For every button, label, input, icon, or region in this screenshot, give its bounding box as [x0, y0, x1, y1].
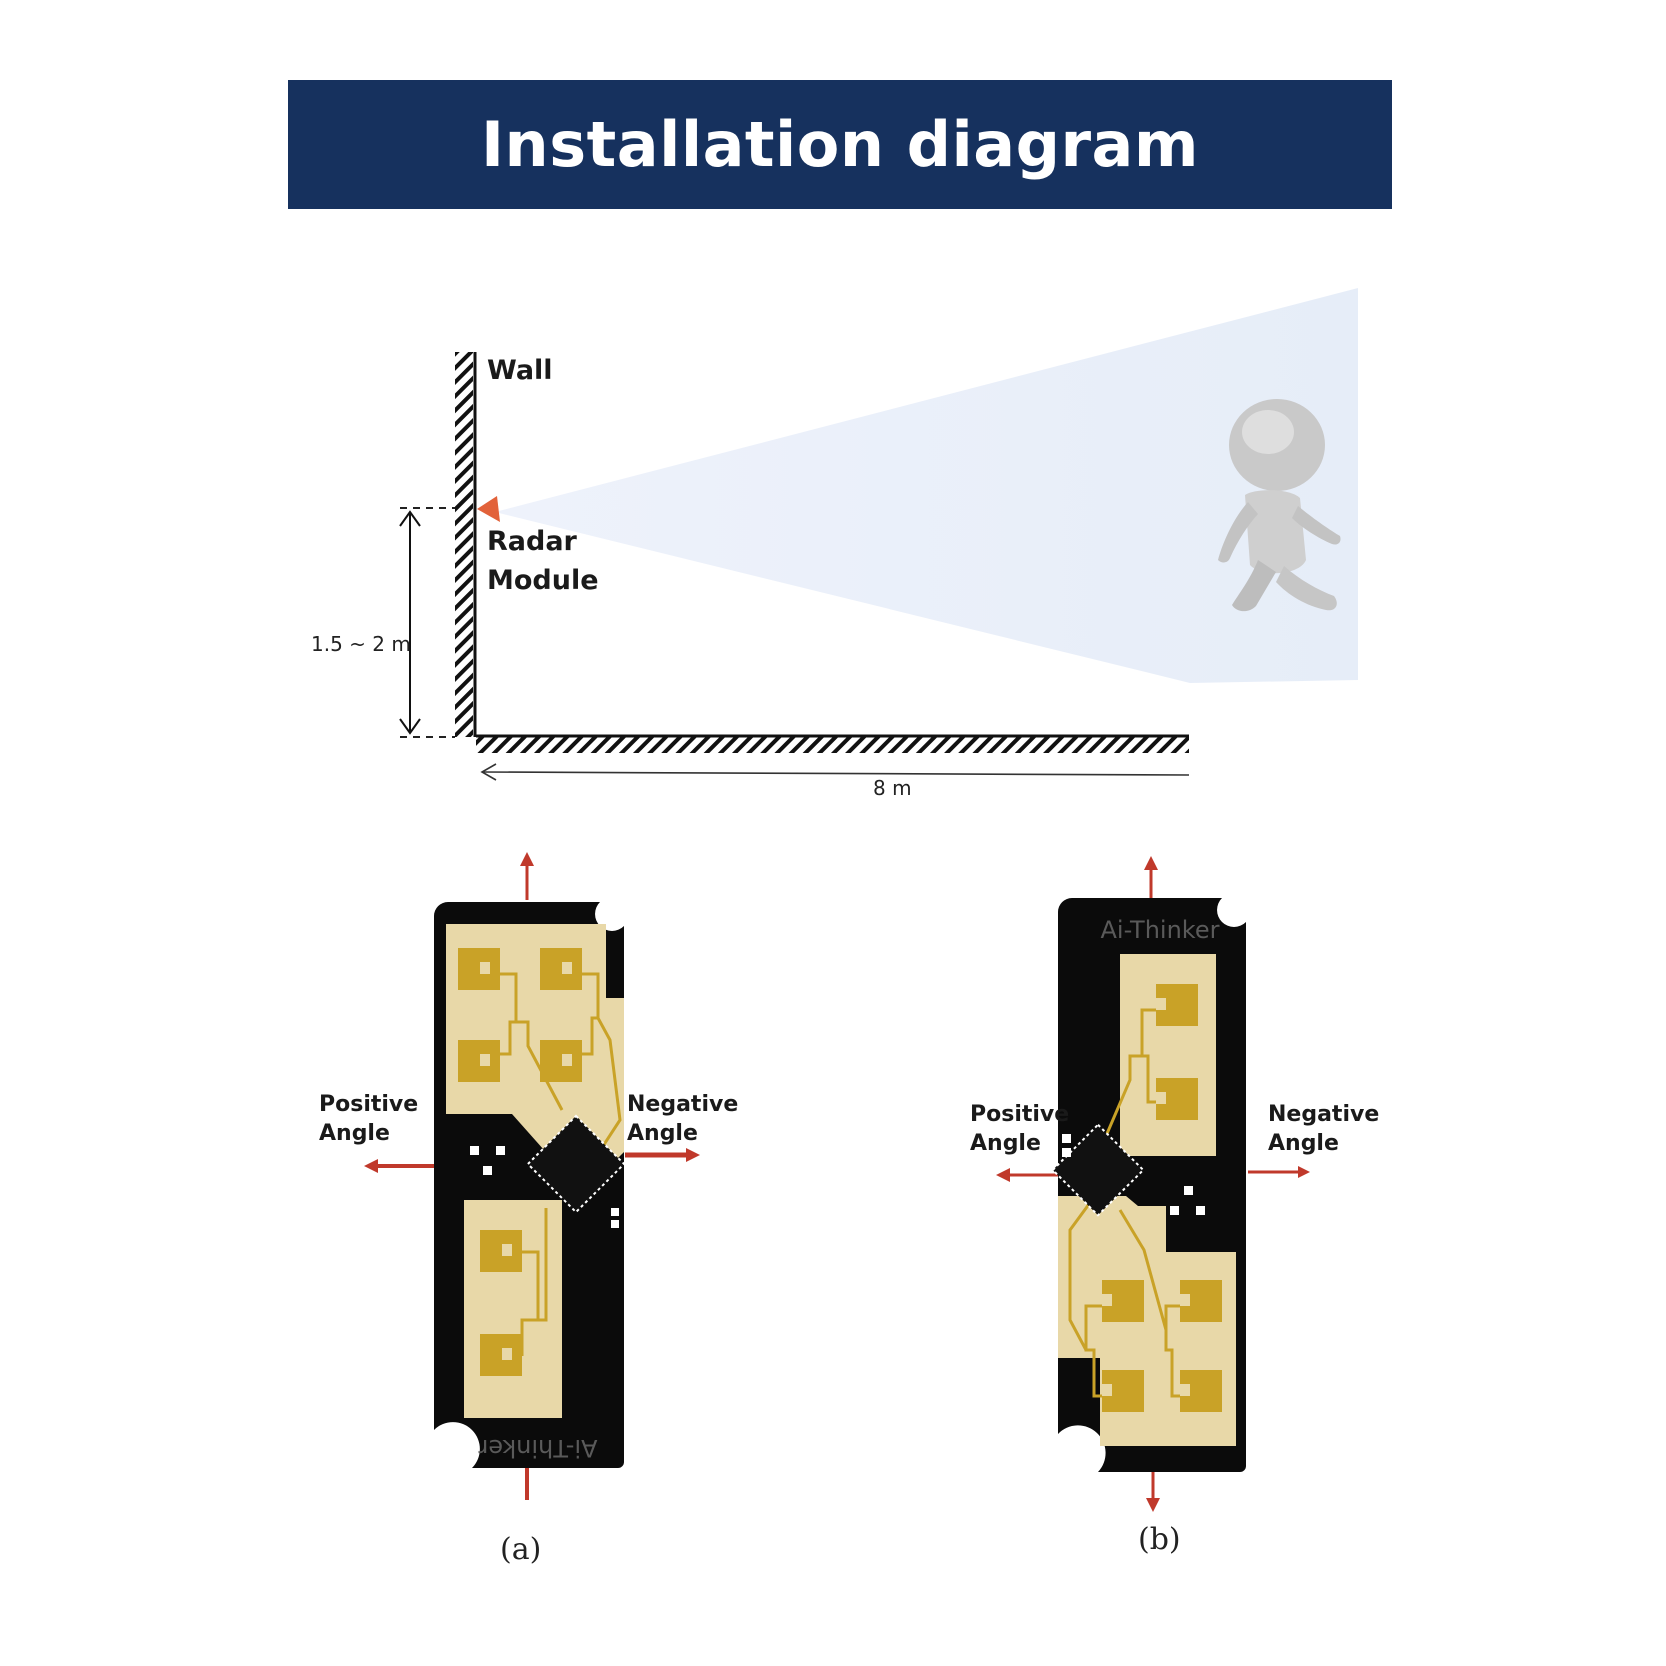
silkscreen-text-a: Ai-Thinker: [478, 1434, 597, 1462]
board-a-negative-label-line1: Negative: [627, 1092, 739, 1117]
page-title: Installation diagram: [480, 108, 1199, 181]
floor-hatch: [476, 736, 1189, 753]
smd-components: [470, 1146, 619, 1228]
smd-components: [1062, 1134, 1205, 1215]
board-a-negative-label-line2: Angle: [627, 1121, 698, 1146]
radar-board-a: Ai-Thinker: [364, 852, 700, 1500]
person-figure-icon: [1218, 399, 1341, 612]
silkscreen-text-b: Ai-Thinker: [1101, 916, 1220, 944]
height-label: 1.5 ~ 2 m: [311, 632, 411, 656]
wall-label: Wall: [487, 355, 553, 386]
direction-arrows: [364, 852, 700, 1500]
board-b-positive-label-line2: Angle: [970, 1131, 1041, 1156]
radar-board-b: Ai-Thinker: [996, 856, 1310, 1512]
board-b-negative-label-line2: Angle: [1268, 1131, 1339, 1156]
radar-module-icon: [477, 496, 500, 522]
distance-label: 8 m: [873, 776, 912, 800]
radar-label-line1: Radar: [487, 526, 577, 557]
board-b-positive-label-line1: Positive: [970, 1102, 1070, 1127]
caption-a: (a): [500, 1532, 542, 1567]
caption-b: (b): [1138, 1522, 1181, 1557]
detection-beam: [495, 288, 1358, 683]
distance-arrow: [481, 771, 1190, 776]
installation-scene: [399, 288, 1358, 781]
wall-hatch: [455, 352, 473, 737]
board-a-positive-label-line2: Angle: [319, 1121, 390, 1146]
radar-label-line2: Module: [487, 565, 599, 596]
antenna-patches: [458, 948, 582, 1376]
board-b-negative-label-line1: Negative: [1268, 1102, 1380, 1127]
radar-chip-icon: [526, 1114, 626, 1214]
title-banner: Installation diagram: [288, 80, 1392, 209]
direction-arrows: [996, 856, 1310, 1512]
board-a-positive-label-line1: Positive: [319, 1092, 419, 1117]
